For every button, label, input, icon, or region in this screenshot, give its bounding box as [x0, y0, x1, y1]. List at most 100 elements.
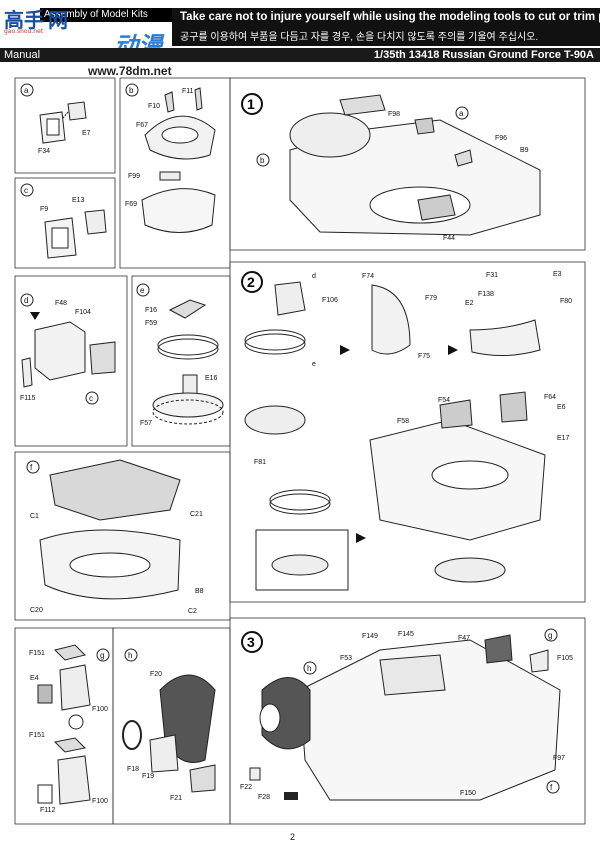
warning-band: Take care not to injure yourself while u… [172, 8, 600, 46]
part-F34: F34 [38, 148, 50, 155]
step1-part-F98: F98 [388, 111, 400, 118]
part-C1: C1 [30, 513, 39, 520]
step-1-number: 1 [247, 96, 255, 112]
manual-label: Manual [4, 49, 41, 61]
step2-part-F79: F79 [425, 295, 437, 302]
manual-title-bar: Manual 1/35th 13418 Russian Ground Force… [0, 48, 600, 62]
part-F99: F99 [128, 173, 140, 180]
subassembly-e: e F16 F59 E16 F57 [136, 283, 224, 427]
kit-subtitle-band: Assembly of Model Kits [40, 8, 176, 22]
watermark-url: www.78dm.net [88, 64, 172, 78]
part-E7: E7 [82, 130, 91, 137]
step2-part-F138: F138 [478, 291, 494, 298]
part-F100-a: F100 [92, 706, 108, 713]
step2-part-F81: F81 [254, 459, 266, 466]
part-F57: F57 [140, 420, 152, 427]
step1-part-F44: F44 [443, 235, 455, 242]
part-F59: F59 [145, 320, 157, 327]
ref-c: c [89, 394, 93, 403]
watermark-logo-char: 网 [48, 8, 68, 32]
step2-part-F106: F106 [322, 297, 338, 304]
step3-ref-f: f [550, 783, 553, 792]
tag-e: e [140, 286, 145, 295]
panel-borders [14, 77, 586, 825]
part-C2: C2 [188, 608, 197, 615]
part-F151-a: F151 [29, 650, 45, 657]
tag-c: c [24, 186, 28, 195]
step-1: 1 F98 a b F96 B9 F44 [241, 93, 541, 242]
part-F21: F21 [170, 795, 182, 802]
step2-part-E6: E6 [557, 404, 566, 411]
step3-part-F28: F28 [258, 794, 270, 801]
step2-part-F64: F64 [544, 394, 556, 401]
part-F48: F48 [55, 300, 67, 307]
subassembly-a: a F34 E7 [20, 83, 91, 155]
part-F16: F16 [145, 307, 157, 314]
part-B8: B8 [195, 588, 204, 595]
part-E13: E13 [72, 197, 85, 204]
subassembly-h: h F20 F18 F19 F21 [122, 648, 216, 802]
warning-english: Take care not to injure yourself while u… [180, 11, 600, 23]
part-F19: F19 [142, 773, 154, 780]
subassembly-g: g F151 E4 F100 F151 F112 F100 [29, 644, 110, 814]
step3-ref-g: g [548, 631, 552, 640]
part-F69: F69 [125, 201, 137, 208]
step2-part-F58: F58 [397, 418, 409, 425]
step2-part-F31: F31 [486, 272, 498, 279]
kit-subtitle: Assembly of Model Kits [44, 9, 148, 20]
step3-part-F150: F150 [460, 790, 476, 797]
subassembly-d: d F48 F104 F115 c [20, 293, 116, 405]
step-2: 2 d F106 e F74 F79 F75 F31 E3 F138 E2 F8… [241, 271, 572, 591]
part-C20: C20 [30, 607, 43, 614]
warning-korean: 공구를 이용하여 부품을 다듬고 자를 경우, 손을 다치지 않도록 주의를 기… [180, 32, 539, 43]
step1-ref-a: a [459, 109, 464, 118]
part-F112: F112 [40, 807, 56, 814]
part-F151-b: F151 [29, 732, 45, 739]
step2-part-E17: E17 [557, 435, 570, 442]
step1-ref-b: b [260, 156, 265, 165]
tag-g: g [100, 651, 104, 660]
part-F115: F115 [20, 395, 36, 402]
part-F11: F11 [182, 88, 194, 95]
step-3: 3 F149 F145 F47 g F105 h F53 F150 F97 f … [240, 628, 573, 801]
step3-part-F47: F47 [458, 635, 470, 642]
part-C21: C21 [190, 511, 203, 518]
step2-part-E3: E3 [553, 271, 562, 278]
step1-part-F96: F96 [495, 135, 507, 142]
step2-part-F74: F74 [362, 273, 374, 280]
part-E16: E16 [205, 375, 218, 382]
part-F20: F20 [150, 671, 162, 678]
part-E4: E4 [30, 675, 39, 682]
part-F18: F18 [127, 766, 139, 773]
part-F67: F67 [136, 122, 148, 129]
subassembly-b: b F10 F11 F67 F99 F69 [125, 83, 216, 233]
subassembly-f: f C1 C21 C20 B8 C2 [26, 459, 204, 615]
watermark-small-url: gao.shou.net [4, 28, 44, 35]
tag-h: h [128, 651, 132, 660]
step2-part-F80: F80 [560, 298, 572, 305]
step2-ref-e: e [312, 361, 316, 368]
page-number: 2 [290, 832, 296, 842]
tag-f: f [30, 463, 33, 472]
tag-b: b [129, 86, 134, 95]
step3-part-F145: F145 [398, 631, 414, 638]
step3-part-F22: F22 [240, 784, 252, 791]
step3-part-F97: F97 [553, 755, 565, 762]
step1-part-B9: B9 [520, 147, 529, 154]
model-title: 1/35th 13418 Russian Ground Force T-90A [373, 49, 594, 61]
step-3-number: 3 [247, 634, 255, 650]
part-F9: F9 [40, 206, 48, 213]
part-F10: F10 [148, 103, 160, 110]
step3-part-F53: F53 [340, 655, 352, 662]
watermark-site-chars: 高手 [4, 8, 44, 32]
step2-ref-d: d [312, 273, 316, 280]
step2-part-E2: E2 [465, 300, 474, 307]
step2-part-F75: F75 [418, 353, 430, 360]
step2-part-F54: F54 [438, 397, 450, 404]
tag-a: a [24, 86, 29, 95]
part-F100-b: F100 [92, 798, 108, 805]
part-F104: F104 [75, 309, 91, 316]
subassembly-c: c F9 E13 [20, 183, 107, 259]
step3-part-F149: F149 [362, 633, 378, 640]
